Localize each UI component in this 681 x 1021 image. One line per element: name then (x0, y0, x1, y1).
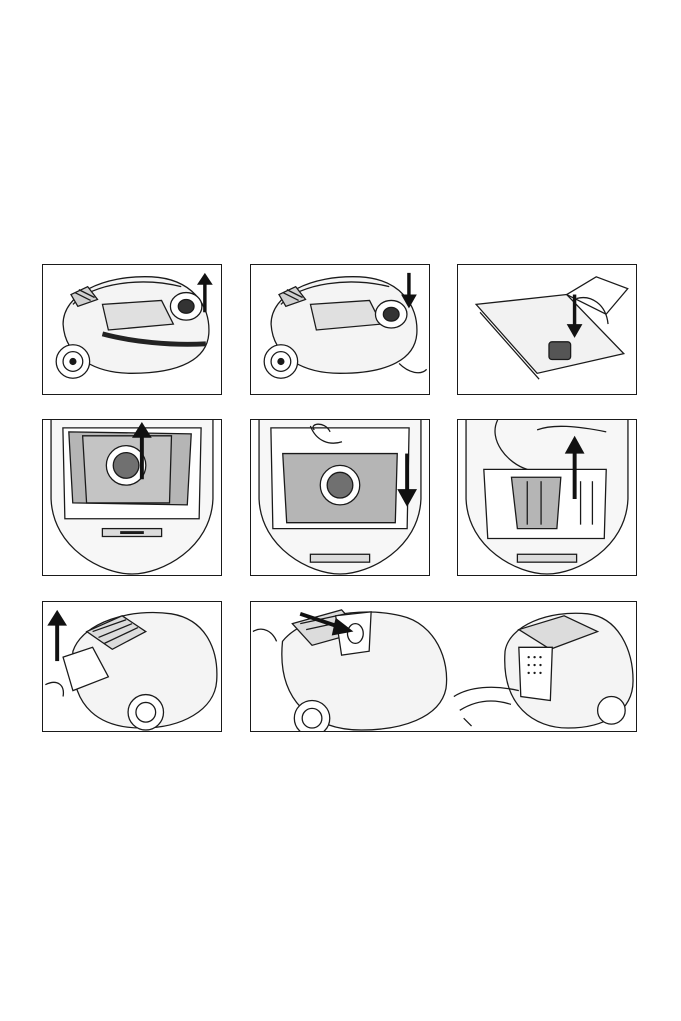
filter-compartment-illustration (458, 420, 636, 575)
bag-compartment-illustration (43, 420, 221, 575)
figure-insert-bag (250, 419, 430, 576)
vacuum-cleaner-illustration (251, 265, 429, 394)
bag-compartment-illustration (251, 420, 429, 575)
figure-open-lid (42, 264, 222, 395)
figure-exhaust-cover (42, 601, 222, 732)
figure-remove-filter (457, 419, 637, 576)
figure-close-lid (250, 264, 430, 395)
figure-exhaust-filter (250, 601, 637, 732)
vacuum-cleaner-illustration (43, 265, 221, 394)
arrow-up-icon (47, 610, 67, 661)
figure-remove-bag (42, 419, 222, 576)
floor-nozzle-illustration (458, 265, 636, 394)
vacuum-filter-illustration (251, 602, 636, 731)
figure-nozzle-switch (457, 264, 637, 395)
vacuum-rear-illustration (43, 602, 221, 731)
